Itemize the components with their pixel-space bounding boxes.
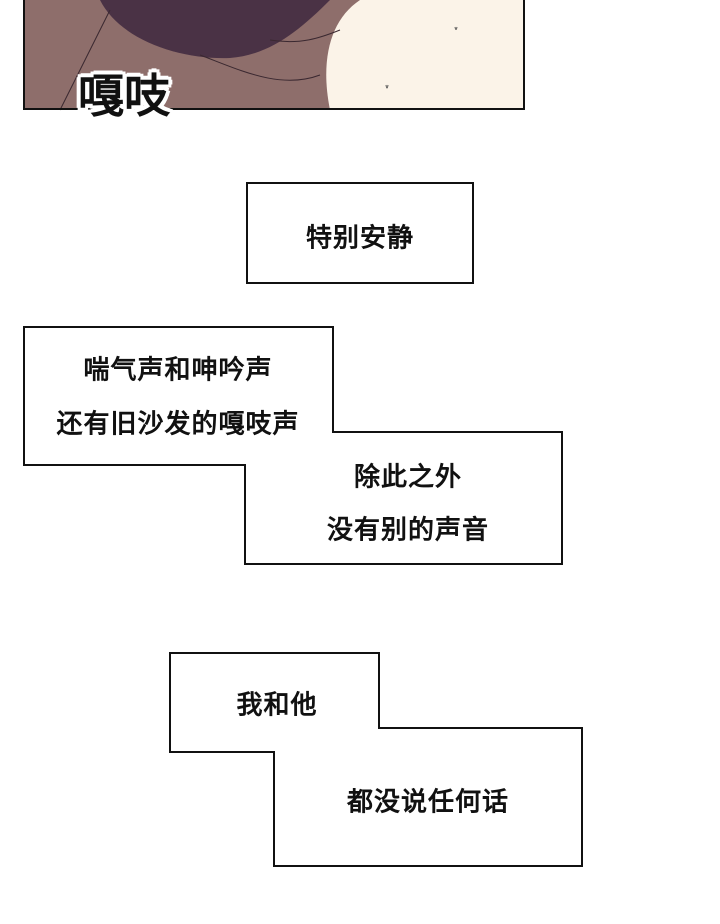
caption-text: 喘气声和呻吟声	[83, 355, 273, 386]
caption-text: 都没说任何话	[346, 787, 510, 818]
caption-box-3	[169, 652, 583, 867]
caption-text: 没有别的声音	[326, 515, 490, 546]
caption-text: 我和他	[236, 690, 318, 721]
skin-shape	[326, 0, 524, 110]
top-panel	[23, 0, 525, 111]
caption-box-2	[23, 326, 563, 565]
caption-text: 还有旧沙发的嘎吱声	[56, 409, 300, 440]
sound-effect-text: 嘎吱	[78, 69, 170, 123]
caption-text: 特别安静	[305, 223, 415, 254]
hair-shape	[100, 0, 330, 59]
caption-text: 除此之外	[353, 462, 463, 493]
caption-box-1	[246, 182, 474, 284]
